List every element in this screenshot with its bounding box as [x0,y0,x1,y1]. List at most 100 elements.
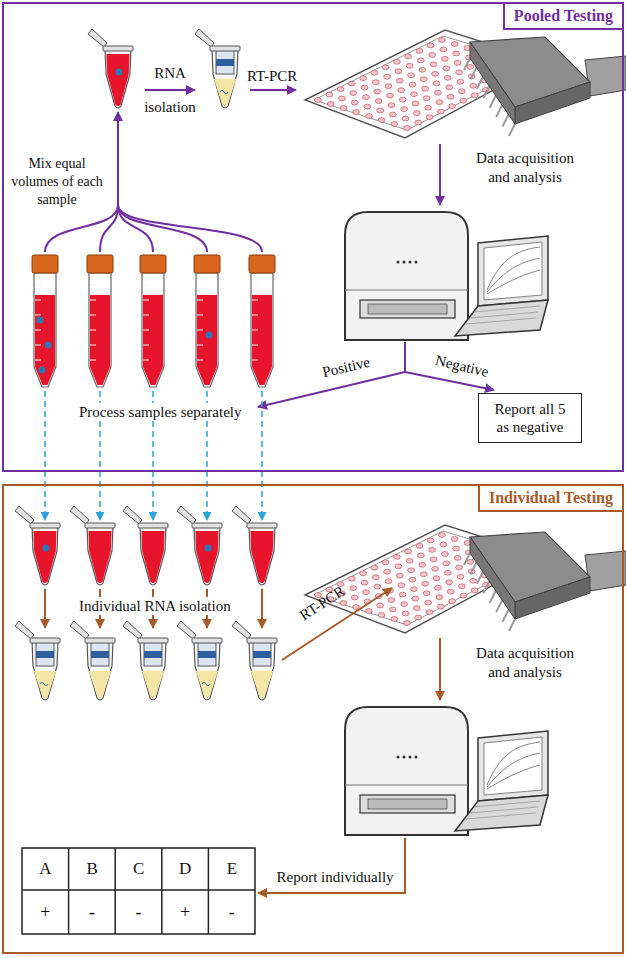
step-label: Process samples separately [76,403,244,421]
plate-well [375,99,382,104]
plate-well [372,575,379,580]
plate-well [365,609,372,614]
pipette-tip [470,562,476,574]
pipette-tip [483,581,489,593]
plate-well [425,105,432,110]
plate-well [378,118,385,123]
plate-well [388,103,395,108]
plate-well [443,561,450,566]
plate-well [385,579,392,584]
plate-well [396,573,403,578]
plate-well [471,93,478,98]
pipette-tip [496,105,502,117]
plate-well [377,603,384,608]
plate-well [437,604,444,609]
plate-well [432,71,439,76]
pcr-instrument [345,707,548,835]
box-text: Report all 5 as negative [487,400,573,436]
dashed-transfer-arrows [45,391,262,520]
plate-well [451,537,458,542]
plate-well [361,85,368,90]
sample-tubes [32,255,275,387]
plate-well [419,67,426,72]
plate-well [412,101,419,106]
plate-well [372,80,379,85]
plate-well [447,589,454,594]
multichannel-pipette [464,37,626,136]
plate-well [374,584,381,589]
plate-well [327,102,334,107]
plate-well [429,548,436,553]
plate-well [350,586,357,591]
plate-well [411,92,418,97]
plate-well [348,576,355,581]
plate-well [417,58,424,63]
plate-well [389,607,396,612]
plate-well [446,580,453,585]
plate-well [417,553,424,558]
plate-well [401,602,408,607]
plate-well [439,38,446,43]
plate-well [467,65,474,70]
plate-well [426,610,433,615]
spin-columns [15,621,277,700]
step-label: Mix equal volumes of each sample [3,155,111,209]
plate-well [371,70,378,75]
step-label: RNA isolation [139,56,201,124]
plate-well [419,562,426,567]
plate-well [437,109,444,114]
step-label: Data acquisition and analysis [469,149,581,187]
plate-well [460,593,467,598]
table-result-cell: + [40,901,50,923]
plate-well [315,98,322,103]
plate-well [389,112,396,117]
step-label: Report individually [277,868,394,886]
plate-well [456,565,463,570]
pipette-tip [477,77,483,89]
branch-label: Negative [434,351,491,381]
plate-well [408,73,415,78]
plate-well [411,587,418,592]
spin-column [195,29,240,108]
plate-well [326,92,333,97]
plate-well [382,560,389,565]
plate-well [399,592,406,597]
plate-well [436,100,443,105]
plate-well [449,599,456,604]
plate-well [459,584,466,589]
plate-well [391,617,398,622]
plate-well [405,549,412,554]
plate-well [409,82,416,87]
multichannel-pipette [464,532,626,631]
plate-well [427,538,434,543]
plate-well [374,89,381,94]
panel-heading: Individual Testing [478,486,622,512]
plate-well [348,81,355,86]
plate-well [340,106,347,111]
plate-well [444,570,451,575]
pipette-tip [490,591,496,603]
plate-well [444,75,451,80]
plate-well [415,120,422,125]
plate-well [378,613,385,618]
plate-well [398,583,405,588]
table-result-cell: - [229,901,235,923]
plate-well [363,590,370,595]
plate-well [360,571,367,576]
plate-well [446,85,453,90]
step-label: Individual RNA isolation [76,597,234,615]
plate-well [457,574,464,579]
plate-well [395,564,402,569]
plate-well [449,104,456,109]
plate-well [423,96,430,101]
plate-well [435,585,442,590]
pipette-tip [477,572,483,584]
plate-well [404,621,411,626]
result-table [22,848,255,934]
plate-well [361,580,368,585]
plate-well [429,53,436,58]
plate-well [404,126,411,131]
panel-heading: Pooled Testing [503,4,622,30]
plate-well [405,54,412,59]
